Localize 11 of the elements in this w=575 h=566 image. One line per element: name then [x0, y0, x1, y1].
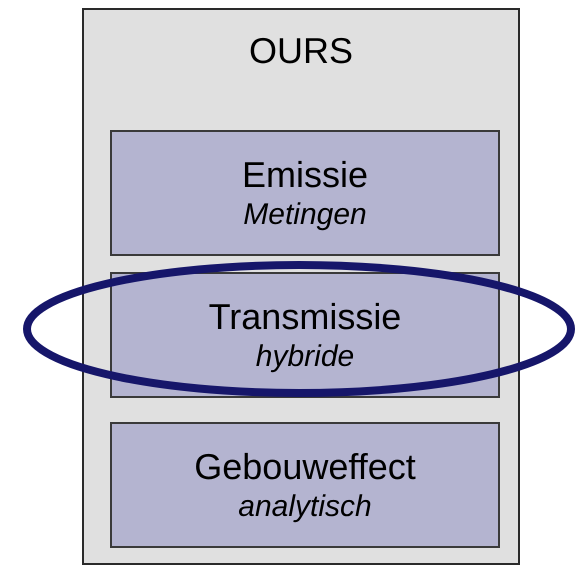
box-subtitle: Metingen — [243, 196, 367, 233]
box-title: Transmissie — [208, 294, 402, 338]
box-title: Gebouweffect — [194, 444, 416, 488]
category-box — [110, 272, 500, 398]
box-subtitle: hybride — [256, 338, 354, 375]
category-box — [110, 422, 500, 548]
box-title: Emissie — [242, 152, 368, 196]
panel-title: OURS — [248, 30, 354, 72]
box-subtitle: analytisch — [238, 488, 372, 525]
group-panel — [82, 8, 520, 565]
category-box — [110, 130, 500, 256]
